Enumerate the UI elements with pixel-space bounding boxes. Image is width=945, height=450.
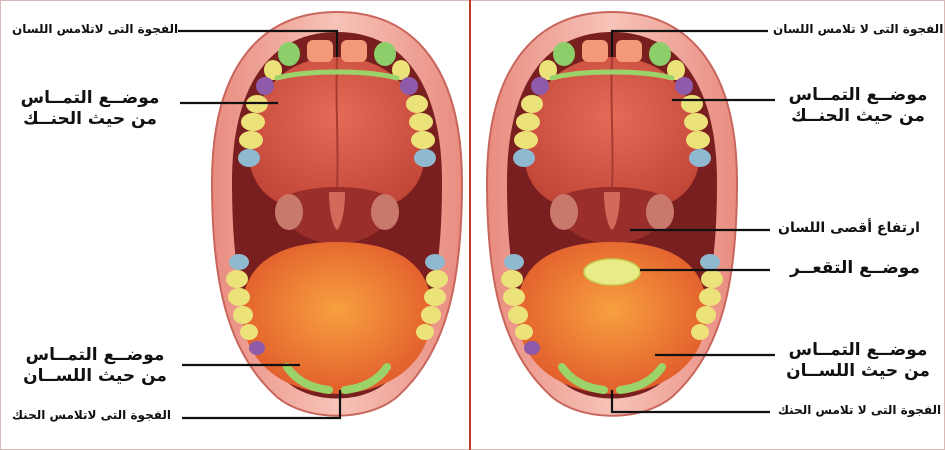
left-label-palate-contact: موضــع التمــاس من حيث الحنــك [10, 88, 170, 131]
right-label-palate-contact-line1: موضــع التمــاس [778, 85, 938, 106]
right-label-back-tongue: ارتفاع أقصى اللسان [778, 220, 920, 238]
right-label-palate-contact: موضــع التمــاس من حيث الحنــك [778, 85, 938, 128]
left-label-tongue-contact-line2: من حيث اللســان [10, 366, 180, 387]
right-label-gap-top: الفجوة التى لا تلامس اللسان [773, 22, 943, 37]
right-label-palate-contact-line2: من حيث الحنــك [778, 106, 938, 127]
hollow-spot [584, 259, 640, 285]
right-label-tongue-contact-line2: من حيث اللســان [778, 361, 938, 382]
left-label-palate-contact-line1: موضــع التمــاس [10, 88, 170, 109]
left-label-gap-bottom: الفجوة التى لاتلامس الحنك [12, 408, 171, 423]
right-label-hollow: موضــع التقعــر [790, 258, 920, 279]
right-label-tongue-contact: موضــع التمــاس من حيث اللســان [778, 340, 938, 383]
left-mouth [212, 12, 462, 416]
right-label-tongue-contact-line1: موضــع التمــاس [778, 340, 938, 361]
left-label-tongue-contact-line1: موضــع التمــاس [10, 345, 180, 366]
left-label-palate-contact-line2: من حيث الحنــك [10, 109, 170, 130]
left-label-tongue-contact: موضــع التمــاس من حيث اللســان [10, 345, 180, 388]
left-label-gap-top: الفجوة التى لاتلامس اللسان [12, 22, 178, 37]
right-label-gap-bottom: الفجوة التى لا تلامس الحنك [778, 403, 941, 418]
